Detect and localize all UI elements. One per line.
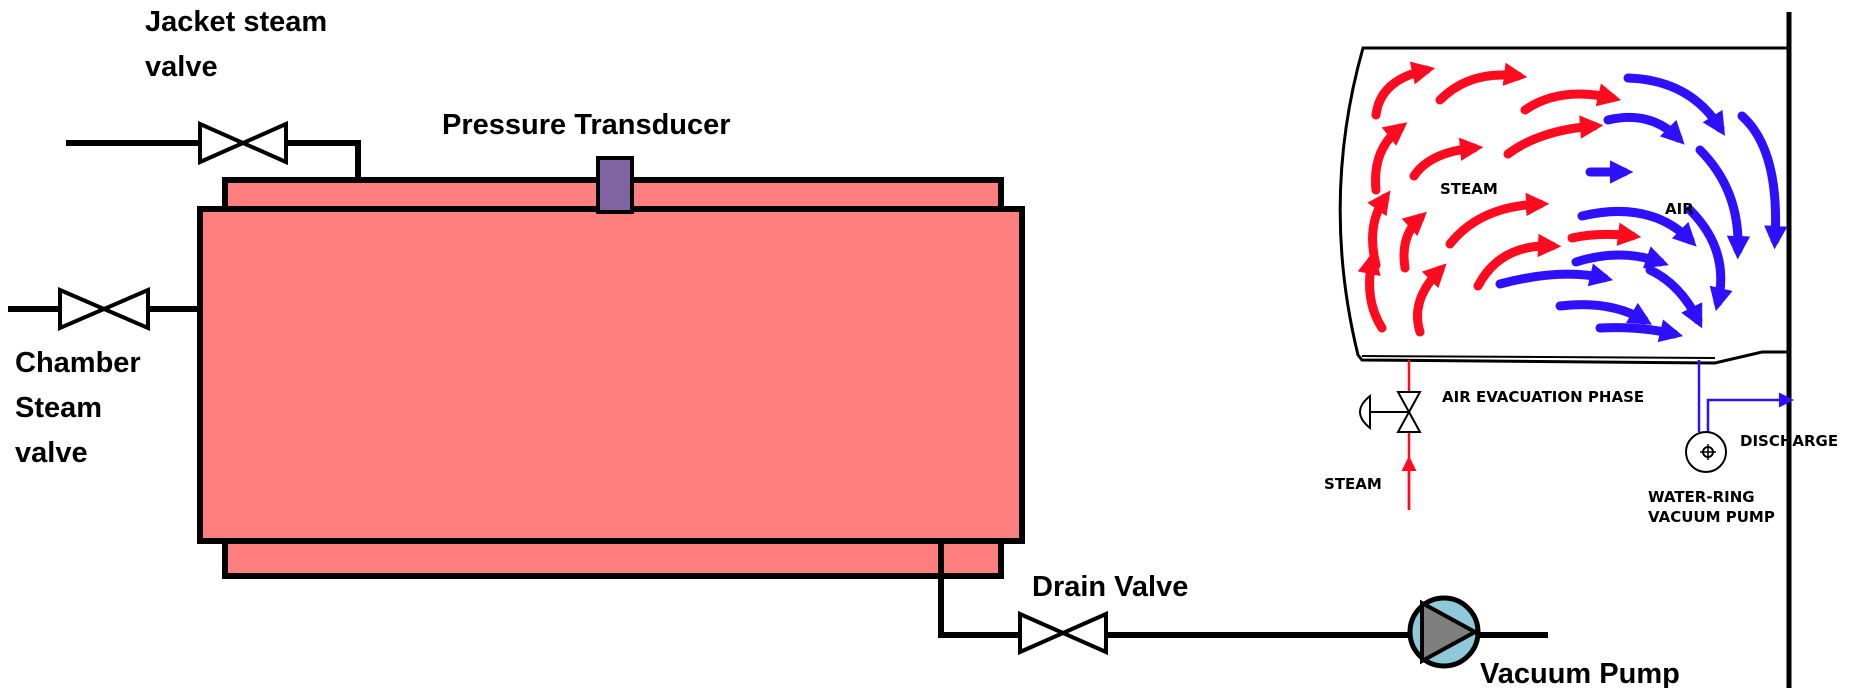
drain-pipe <box>938 541 1548 638</box>
inset-discharge-label: DISCHARGE <box>1740 432 1838 450</box>
inset-steam-label: STEAM <box>1440 180 1498 198</box>
inset-pump-label-1: WATER-RING <box>1648 488 1755 506</box>
jacket-steam-pipe <box>66 140 361 180</box>
jacket-steam-valve-label-2: valve <box>145 51 218 83</box>
chamber-steam-valve-label-3: valve <box>15 437 88 469</box>
pressure-transducer <box>596 156 634 214</box>
inset-steam-inlet-label: STEAM <box>1324 475 1382 493</box>
chamber-steam-valve <box>58 286 150 332</box>
steam-flow-arrows <box>1357 61 1642 337</box>
drain-valve-label: Drain Valve <box>1032 571 1188 603</box>
inset-phase-label: AIR EVACUATION PHASE <box>1442 388 1644 406</box>
chamber-steam-valve-label-1: Chamber <box>15 347 141 379</box>
inset-air-label: AIR <box>1665 200 1694 218</box>
inset-vessel-body <box>1338 46 1789 365</box>
inset-vacuum-pump <box>1685 360 1794 473</box>
inset-steam-valve <box>1359 360 1422 510</box>
jacket-steam-valve <box>198 120 288 166</box>
chamber-steam-valve-label-2: Steam <box>15 392 102 424</box>
inset-vessel-floor <box>1361 355 1716 359</box>
air-evacuation-inset: STEAM AIR AIR EVACUATION PHASE DISCHARGE… <box>1324 12 1838 688</box>
vacuum-pump-label: Vacuum Pump <box>1480 658 1680 688</box>
air-flow-arrows <box>1495 73 1788 343</box>
sterilizer-chamber <box>197 206 1025 544</box>
inset-pump-label-2: VACUUM PUMP <box>1648 508 1775 526</box>
drain-valve <box>1018 610 1108 656</box>
vacuum-pump <box>1407 595 1481 669</box>
jacket-steam-valve-label-1: Jacket steam <box>145 6 327 38</box>
pressure-transducer-label: Pressure Transducer <box>442 109 731 141</box>
